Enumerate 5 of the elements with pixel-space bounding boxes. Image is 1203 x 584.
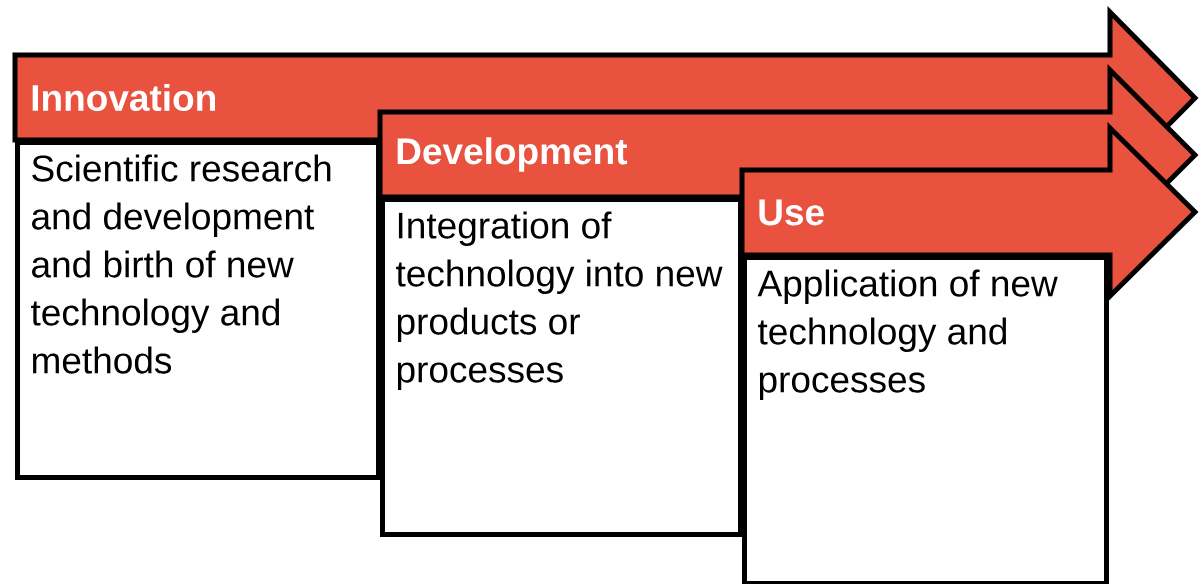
text-box: Scientific research and development and birth of new technology and methods	[15, 140, 381, 480]
node-label: Development	[397, 137, 628, 172]
node-label: Use	[759, 199, 824, 226]
text-box: Integration of technology into new products or processes	[380, 197, 743, 537]
text-box: Application of new technology and processes	[742, 255, 1109, 584]
